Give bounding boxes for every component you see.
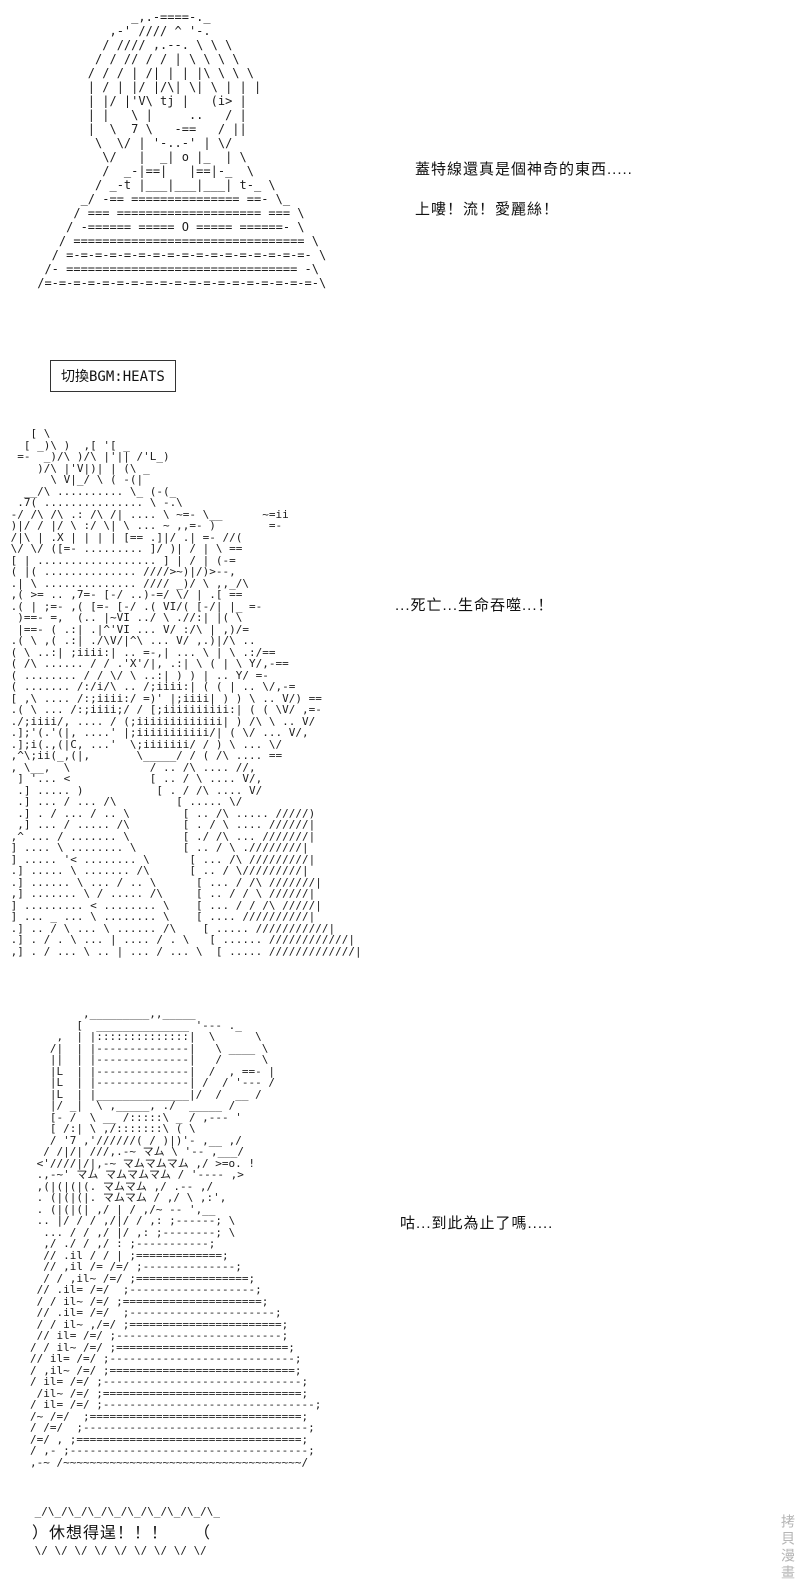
bubble-bottom-edge: \/ \/ \/ \/ \/ \/ \/ \/ \/ <box>28 1544 207 1557</box>
site-watermark: 拷貝漫畫 <box>780 1514 796 1582</box>
dialogue-line-4: 咕...到此為止了嗎..... <box>400 1215 554 1232</box>
bgm-change-label: 切換BGM:HEATS <box>50 360 176 392</box>
dialogue-line-3: ...死亡...生命吞噬...！ <box>395 597 554 614</box>
bubble-top-edge: _/\_/\_/\_/\_/\_/\_/\_/\_/\_ <box>28 1505 221 1518</box>
shout-text: ）休想得逞！！！ （ <box>32 1525 212 1542</box>
ascii-art-character-top: _,.-====-._ ,-' //// ^ '-. / //// ,.--. … <box>37 10 327 290</box>
dialogue-line-2: 上嘍！流！愛麗絲！ <box>415 201 560 218</box>
dialogue-line-1: 蓋特線還真是個神奇的東西..... <box>415 161 633 178</box>
shout-bubble: _/\_/\_/\_/\_/\_/\_/\_/\_/\_ ）休想得逞！！！ （ … <box>28 1506 220 1556</box>
ascii-art-character-middle: [ \ [ _)\ ) ,[ '[ _ =- _)/\ )/\ |'|| /'L… <box>10 427 362 958</box>
ascii-art-character-bottom: ,_________,,_____ [ ______________ '--- … <box>30 1007 322 1469</box>
